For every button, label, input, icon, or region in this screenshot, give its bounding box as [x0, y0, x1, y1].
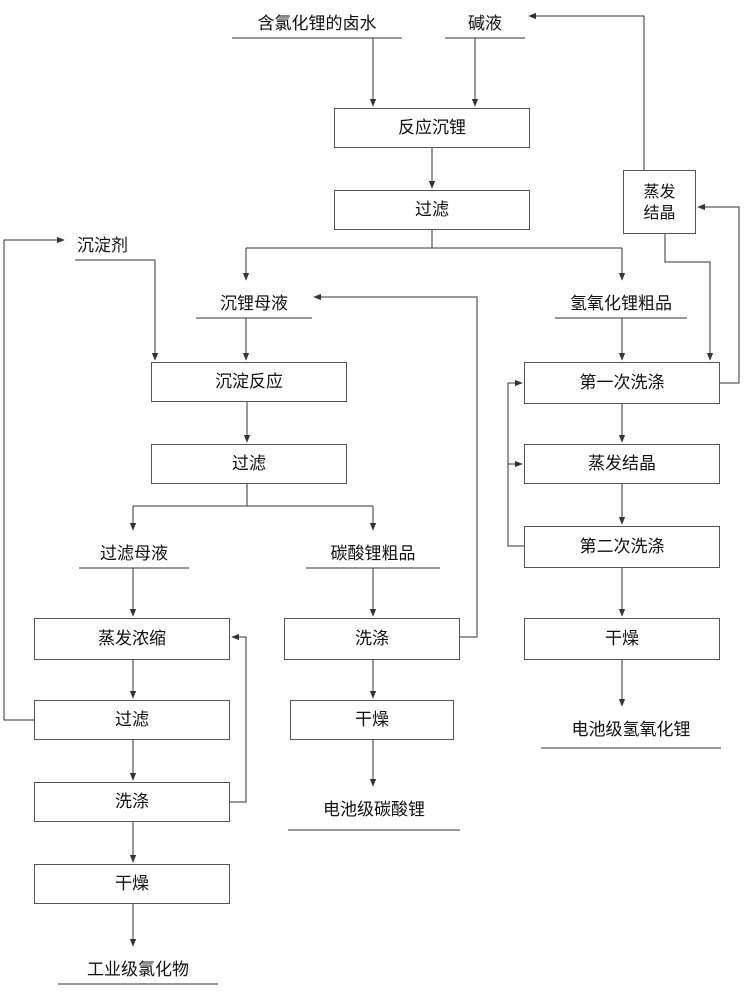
evaporation-concentration-step: 蒸发浓缩 — [34, 618, 230, 660]
precipitation-reaction-step: 沉淀反应 — [151, 362, 347, 402]
filter-step-2: 过滤 — [151, 444, 347, 484]
industrial-chloride-product: 工业级氯化物 — [87, 960, 189, 980]
filter3-recycle-to-precipitant-arrow — [3, 236, 65, 721]
chloride-dry-step: 干燥 — [34, 864, 230, 904]
li-mother-liquor-label: 沉锂母液 — [220, 294, 288, 314]
side-evap-to-first-wash-arrow — [664, 234, 714, 361]
first-wash-to-side-evap-arrow — [697, 203, 740, 384]
filter-step-3: 过滤 — [34, 700, 230, 740]
first-wash-step: 第一次洗涤 — [524, 362, 720, 404]
battery-lioh-product: 电池级氢氧化锂 — [571, 720, 691, 740]
alkali-input-label: 碱液 — [468, 14, 502, 34]
evaporation-crystallization-side-step: 蒸发 结晶 — [623, 170, 696, 234]
carbonate-wash-step: 洗涤 — [284, 618, 460, 660]
wash-recycle-to-evap-arrow — [230, 633, 247, 803]
carbonate-wash-recycle-arrow — [313, 293, 478, 638]
filter-mother-liquor-label: 过滤母液 — [100, 544, 168, 564]
evaporation-crystallization-step: 蒸发结晶 — [524, 444, 720, 484]
second-wash-step: 第二次洗涤 — [524, 526, 720, 568]
brine-input-label: 含氯化锂的卤水 — [257, 14, 377, 34]
battery-li2co3-product: 电池级碳酸锂 — [323, 800, 425, 820]
lioh-dry-step: 干燥 — [524, 618, 720, 660]
precipitant-input-label: 沉淀剂 — [77, 236, 128, 256]
lioh-crude-label: 氢氧化锂粗品 — [570, 294, 672, 314]
li2co3-crude-label: 碳酸锂粗品 — [330, 544, 416, 564]
carbonate-dry-step: 干燥 — [290, 700, 454, 740]
side-evap-to-alkali-arrow — [528, 12, 645, 170]
evaporation-label: 蒸发 — [643, 182, 676, 201]
filter-step-1: 过滤 — [334, 190, 530, 230]
reaction-precipitation-step: 反应沉锂 — [334, 108, 530, 148]
crystallization-label: 结晶 — [643, 203, 676, 222]
chloride-wash-step: 洗涤 — [34, 782, 230, 822]
